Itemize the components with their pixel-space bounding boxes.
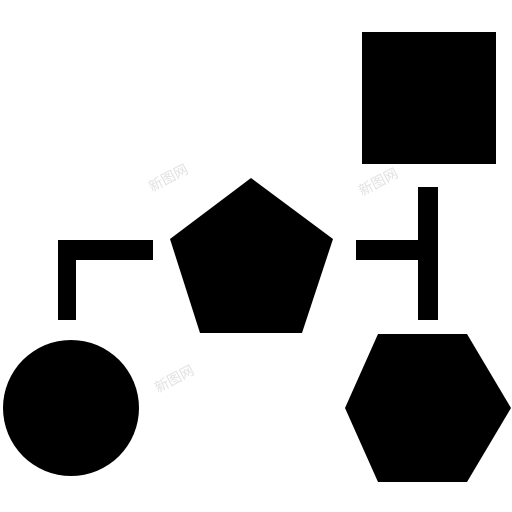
watermark-text: 新图网 [152,363,197,397]
watermark-text: 新图网 [146,162,191,196]
hexagon-node [345,334,511,482]
watermark-text: 新图网 [356,166,401,200]
elbow-connector [58,240,153,320]
circle-node [3,340,139,476]
square-to-hexagon-connector [418,187,438,320]
elbow-connector-horizontal [58,240,153,260]
square-node [362,32,496,164]
pentagon-to-link-connector [356,240,418,260]
pentagon-node [170,178,333,333]
